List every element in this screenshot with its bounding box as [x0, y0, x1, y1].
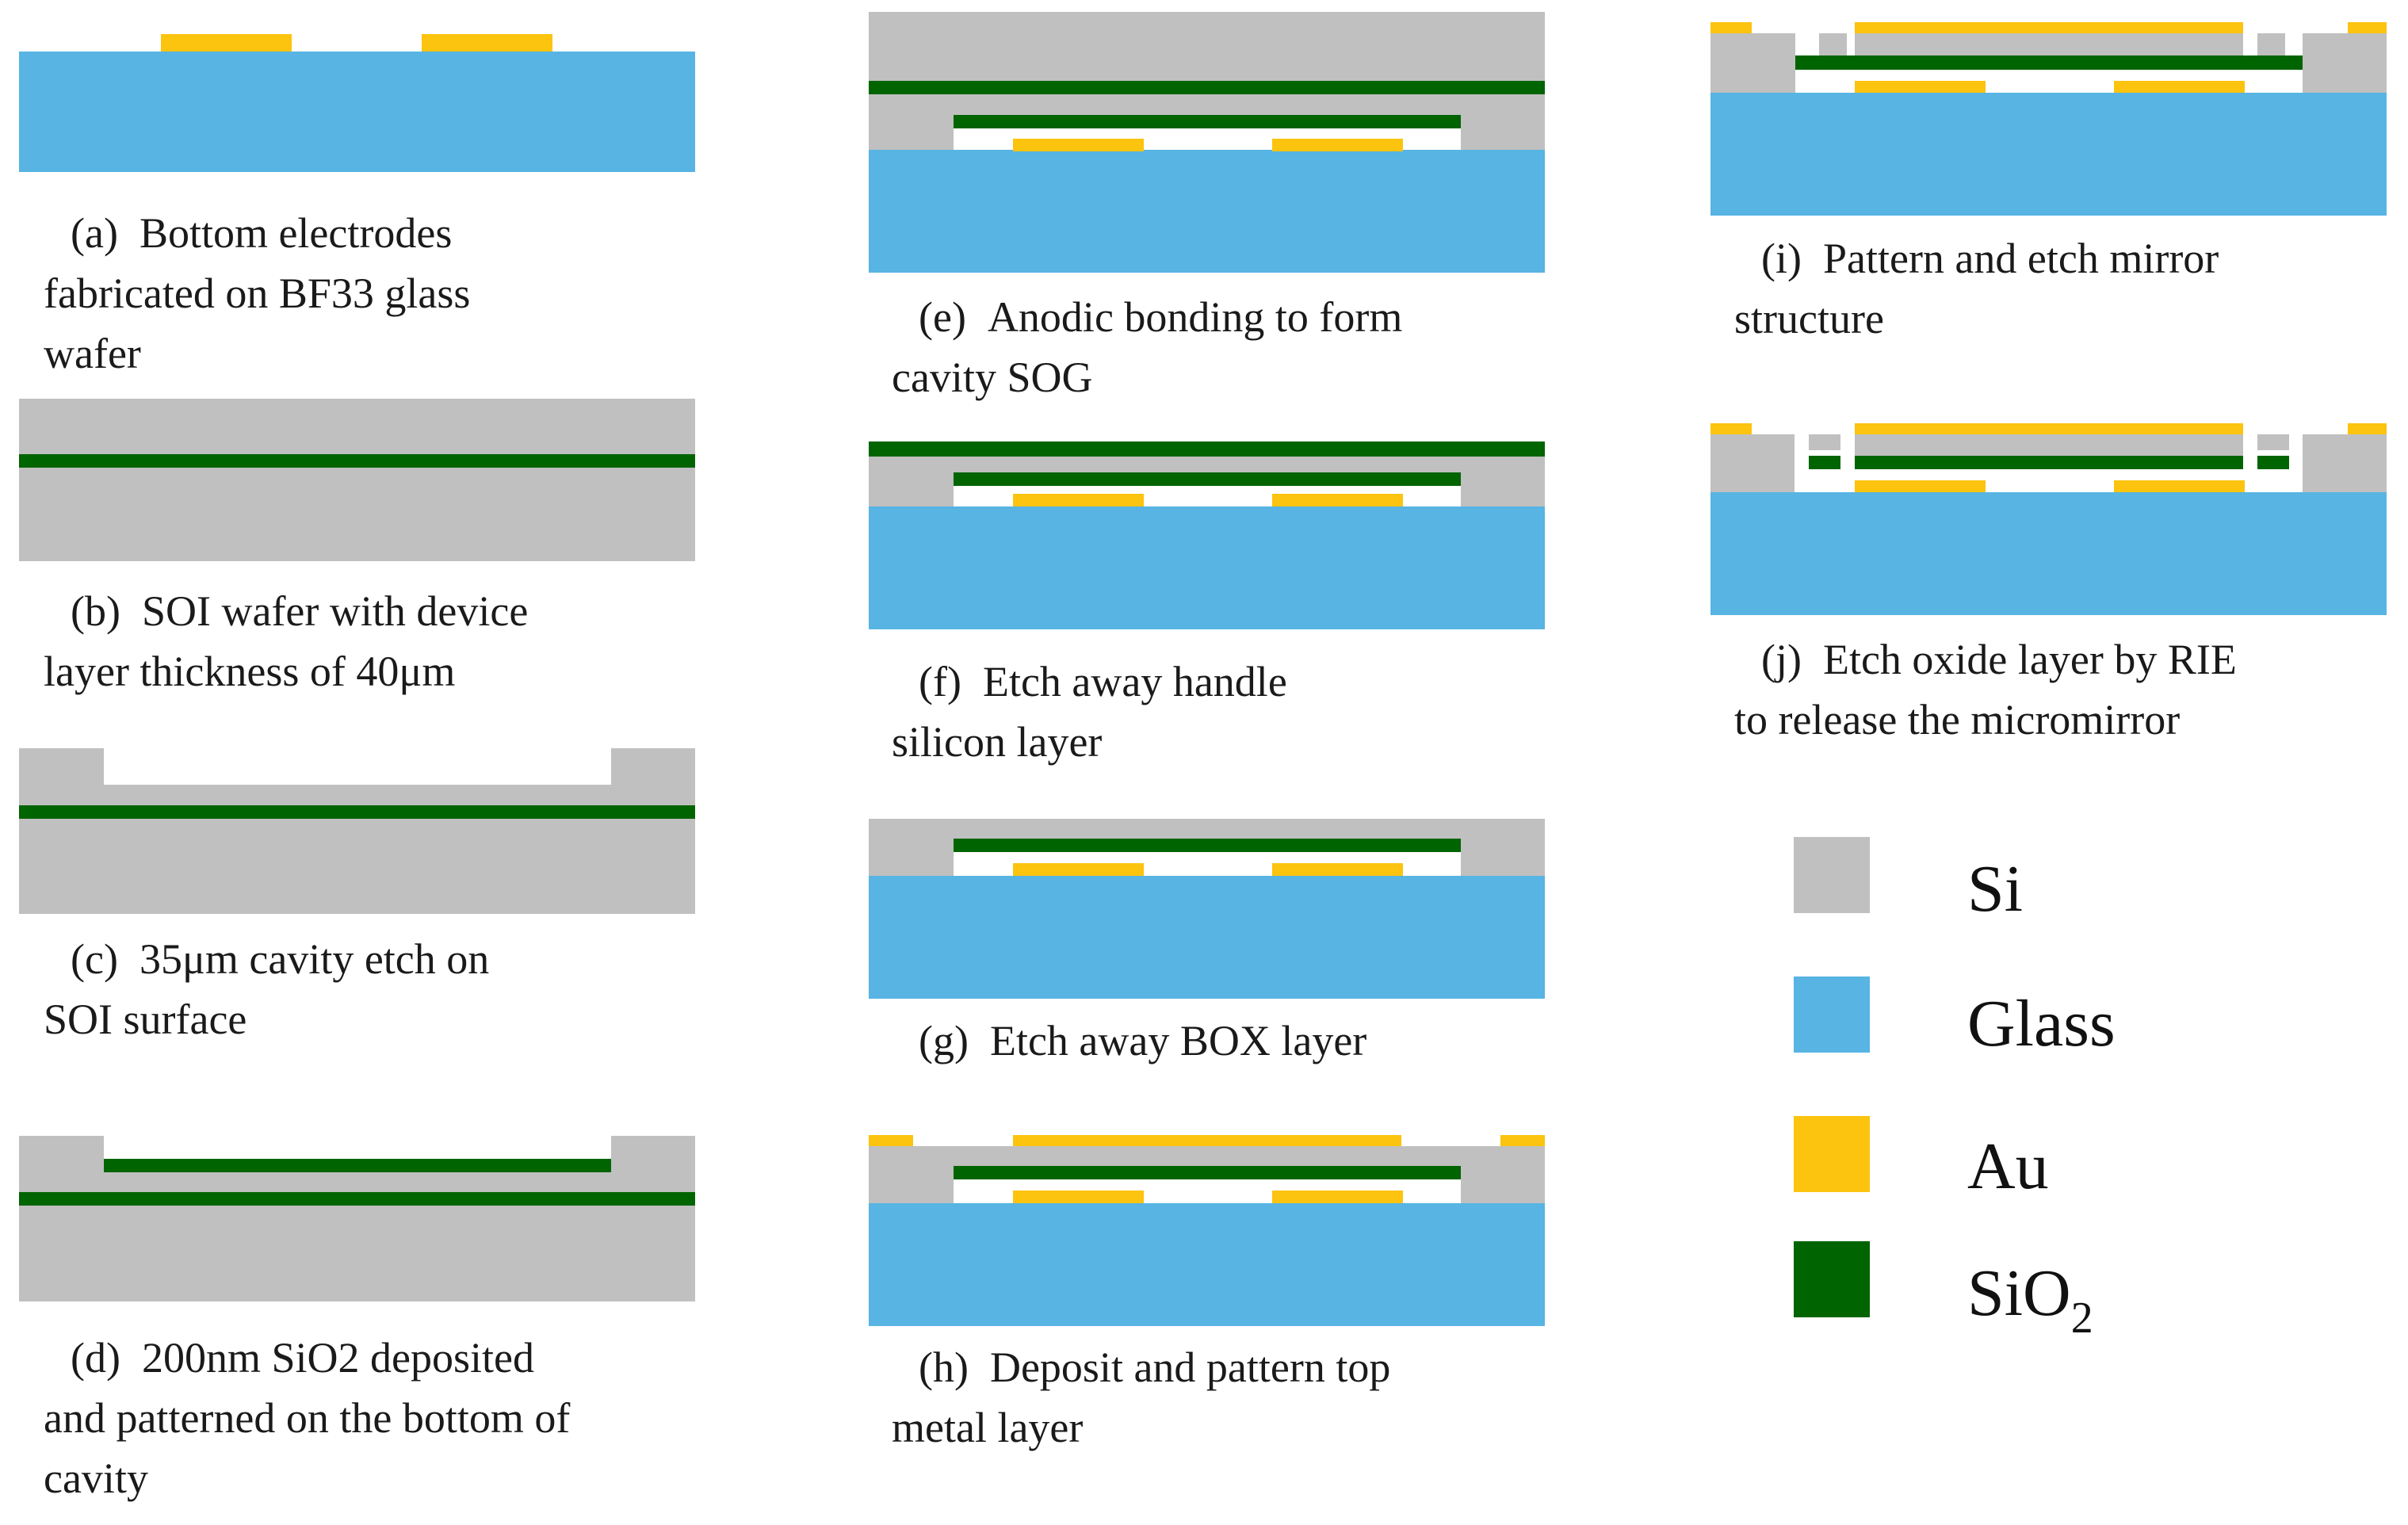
diagram-step-a [19, 34, 695, 172]
legend-label-au: Au [1967, 1129, 2049, 1203]
caption-step-a: (a) Bottom electrodes fabricated on BF33… [44, 209, 471, 377]
cavity-oxide [954, 1166, 1461, 1179]
diagram-step-c [19, 748, 695, 914]
box-layer [19, 1192, 695, 1206]
legend-label-sio2: SiO2 [1967, 1256, 2093, 1343]
cavity-oxide [954, 472, 1461, 486]
top-metal [1013, 1135, 1401, 1146]
mirror-oxide [1855, 456, 2243, 469]
bottom-electrode [2114, 480, 2245, 492]
box-layer [869, 441, 1545, 457]
glass-wafer [1710, 93, 2387, 216]
cavity-oxide [104, 1159, 611, 1172]
legend-swatch-au [1794, 1116, 1870, 1192]
glass-wafer [869, 1203, 1545, 1326]
diagram-step-g [869, 819, 1545, 999]
diagram-step-f [869, 441, 1545, 629]
legend-swatch-sio2 [1794, 1241, 1870, 1317]
diagram-step-d [19, 1136, 695, 1301]
bottom-electrode [2114, 81, 2245, 93]
soi-wafer [19, 399, 695, 561]
caption-step-b: (b) SOI wafer with device layer thicknes… [44, 587, 529, 695]
bottom-electrode [1272, 863, 1403, 876]
spring [2257, 434, 2289, 450]
etch-trench [1795, 33, 1819, 55]
etch-trench [2243, 33, 2257, 55]
legend-swatch-si [1794, 837, 1870, 913]
caption-step-j: (j) Etch oxide layer by RIE to release t… [1734, 636, 2237, 743]
caption-step-c: (c) 35μm cavity etch on SOI surface [44, 935, 490, 1043]
legend-swatch-glass [1794, 977, 1870, 1053]
legend-swatches [1794, 837, 1870, 1317]
box-layer [19, 454, 695, 468]
top-metal [1710, 22, 1752, 33]
cavity-oxide [954, 115, 1461, 128]
caption-step-h: (h) Deposit and pattern top metal layer [892, 1343, 1391, 1451]
top-metal [2348, 22, 2387, 33]
caption-step-g: (g) Etch away BOX layer [919, 1017, 1367, 1064]
caption-step-e: (e) Anodic bonding to form cavity SOG [892, 293, 1403, 401]
bottom-electrode [1013, 863, 1144, 876]
top-metal [1855, 22, 2243, 33]
diagram-step-h [869, 1135, 1545, 1326]
etch-trench [1847, 33, 1855, 55]
top-metal [1500, 1135, 1545, 1146]
bottom-electrode [1272, 494, 1403, 506]
bottom-electrode [1013, 139, 1144, 151]
diagram-step-j [1710, 423, 2387, 615]
cavity-oxide [954, 839, 1461, 852]
top-metal [869, 1135, 913, 1146]
legend-label-glass: Glass [1967, 987, 2116, 1061]
bottom-electrode [1013, 1191, 1144, 1203]
caption-step-d: (d) 200nm SiO2 deposited and patterned o… [44, 1334, 571, 1502]
glass-wafer [19, 52, 695, 172]
bottom-electrode [1855, 480, 1986, 492]
etch-trench [2285, 33, 2303, 55]
box-layer [19, 805, 695, 819]
glass-wafer [869, 150, 1545, 273]
cavity-oxide [1795, 55, 2303, 70]
spring-oxide [1809, 456, 1840, 469]
bottom-electrode [1272, 1191, 1403, 1203]
bottom-electrode [1013, 494, 1144, 506]
caption-step-i: (i) Pattern and etch mirror structure [1734, 235, 2219, 342]
diagram-step-e [869, 12, 1545, 273]
glass-wafer [1710, 492, 2387, 615]
diagram-step-b [19, 399, 695, 561]
box-layer [869, 81, 1545, 94]
anchor [1710, 434, 1795, 492]
glass-wafer [869, 506, 1545, 629]
cavity [104, 748, 611, 785]
top-metal [1710, 423, 1752, 434]
top-metal [1855, 423, 2243, 434]
bottom-electrode [1855, 81, 1986, 93]
bottom-electrode [1272, 139, 1403, 151]
diagram-step-i [1710, 22, 2387, 216]
legend-label-si: Si [1967, 852, 2024, 926]
caption-step-f: (f) Etch away handle silicon layer [892, 658, 1287, 766]
anchor [2303, 434, 2387, 492]
spring-oxide [2257, 456, 2289, 469]
bottom-electrode [161, 34, 292, 52]
bottom-electrode [422, 34, 552, 52]
spring [1809, 434, 1840, 450]
top-metal [2348, 423, 2387, 434]
glass-wafer [869, 876, 1545, 999]
